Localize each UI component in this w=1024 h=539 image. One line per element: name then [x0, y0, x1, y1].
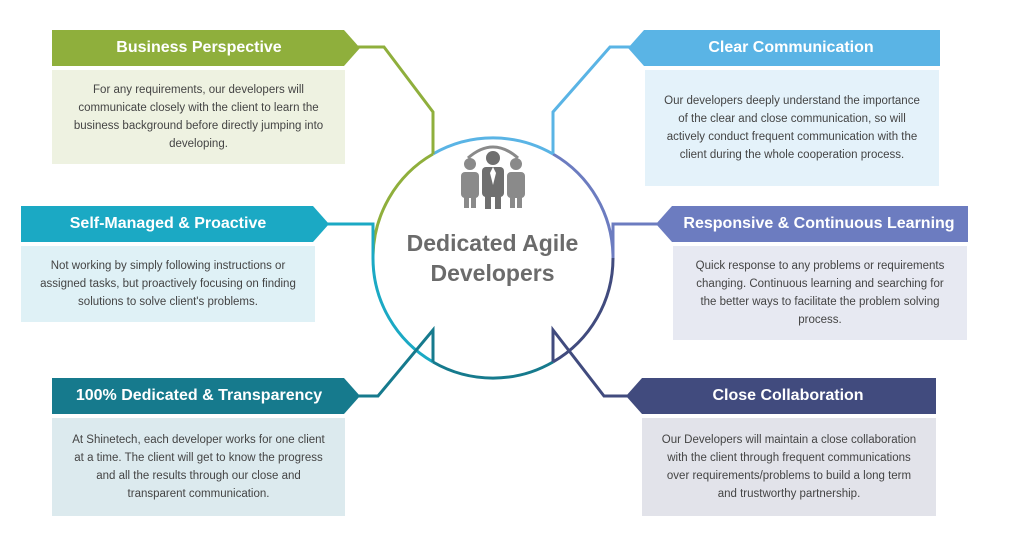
desc-dedicated-transparency: At Shinetech, each developer works for o…: [52, 418, 345, 516]
arc-clear: [432, 136, 554, 156]
header-dedicated-transparency: 100% Dedicated & Transparency: [52, 378, 360, 414]
header-clear-communication: Clear Communication: [628, 30, 940, 66]
connector-collaboration: [551, 325, 645, 398]
desc-business-perspective: For any requirements, our developers wil…: [52, 70, 345, 164]
arc-selfmanaged: [371, 257, 434, 364]
header-responsive-learning: Responsive & Continuous Learning: [656, 206, 968, 242]
team-icon: [456, 140, 530, 215]
desc-clear-communication: Our developers deeply understand the imp…: [645, 70, 939, 186]
header-business-perspective: Business Perspective: [52, 30, 360, 66]
connector-business: [358, 45, 435, 154]
connector-responsive: [611, 222, 660, 258]
connector-clear: [551, 45, 645, 154]
desc-self-managed: Not working by simply following instruct…: [21, 246, 315, 322]
connector-dedicated: [358, 325, 435, 398]
header-close-collaboration: Close Collaboration: [626, 378, 936, 414]
desc-responsive-learning: Quick response to any problems or requir…: [673, 246, 967, 340]
header-self-managed: Self-Managed & Proactive: [21, 206, 329, 242]
connector-selfmanaged: [327, 222, 375, 258]
center-title: Dedicated Agile Developers: [406, 230, 579, 286]
desc-close-collaboration: Our Developers will maintain a close col…: [642, 418, 936, 516]
arc-dedicated: [432, 360, 554, 380]
arc-collaboration: [552, 257, 615, 364]
